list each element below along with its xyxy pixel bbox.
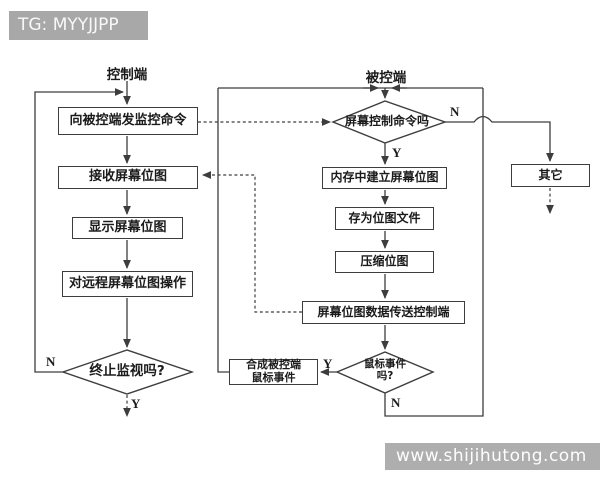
controller-column-title: 控制端: [106, 67, 148, 83]
other-branch-box: 其它: [511, 164, 590, 187]
step-receive-bitmap-box: 接收屏幕位图: [58, 166, 198, 189]
mouse-event-decision-label: 鼠标事件 吗?: [364, 358, 406, 382]
step-synthesize-mouse-events-box: 合成被控端 鼠标事件: [229, 359, 318, 385]
step-compress-bitmap-box: 压缩位图: [335, 251, 434, 273]
terminate-decision-label: 终止监视吗?: [89, 363, 165, 379]
mouse-event-no-label: N: [391, 395, 401, 410]
decision-diamond-shapes: [60, 100, 448, 395]
tg-watermark-badge: TG: MYYJJPP: [9, 11, 148, 40]
mouse-event-yes-label: Y: [323, 356, 333, 371]
screen-command-yes-label: Y: [392, 145, 402, 160]
terminate-yes-label: Y: [131, 396, 141, 411]
screen-command-decision-label: 屏幕控制命令吗: [344, 114, 429, 128]
step-transfer-bitmap-data-box: 屏幕位图数据传送控制端: [302, 301, 465, 324]
controlled-column-title: 被控端: [365, 70, 407, 86]
screen-command-no-label: N: [450, 104, 460, 119]
solid-connector-lines: [34, 81, 554, 417]
screen-command-diamond-shape: [331, 100, 448, 144]
terminate-diamond-shape: [60, 349, 195, 395]
mouse-event-diamond-shape: [335, 351, 435, 394]
step-operate-remote-bitmap-box: 对远程屏幕位图操作: [62, 271, 193, 297]
step-save-bitmap-file-box: 存为位图文件: [335, 207, 434, 230]
terminate-no-label: N: [46, 354, 56, 369]
step-create-bitmap-in-memory-box: 内存中建立屏幕位图: [322, 167, 447, 189]
step-send-monitor-command-box: 向被控端发监控命令: [58, 107, 198, 135]
dashed-connector-lines: [123, 118, 554, 417]
step-display-bitmap-box: 显示屏幕位图: [72, 217, 183, 239]
site-watermark-badge: www.shijihutong.com: [385, 443, 600, 470]
